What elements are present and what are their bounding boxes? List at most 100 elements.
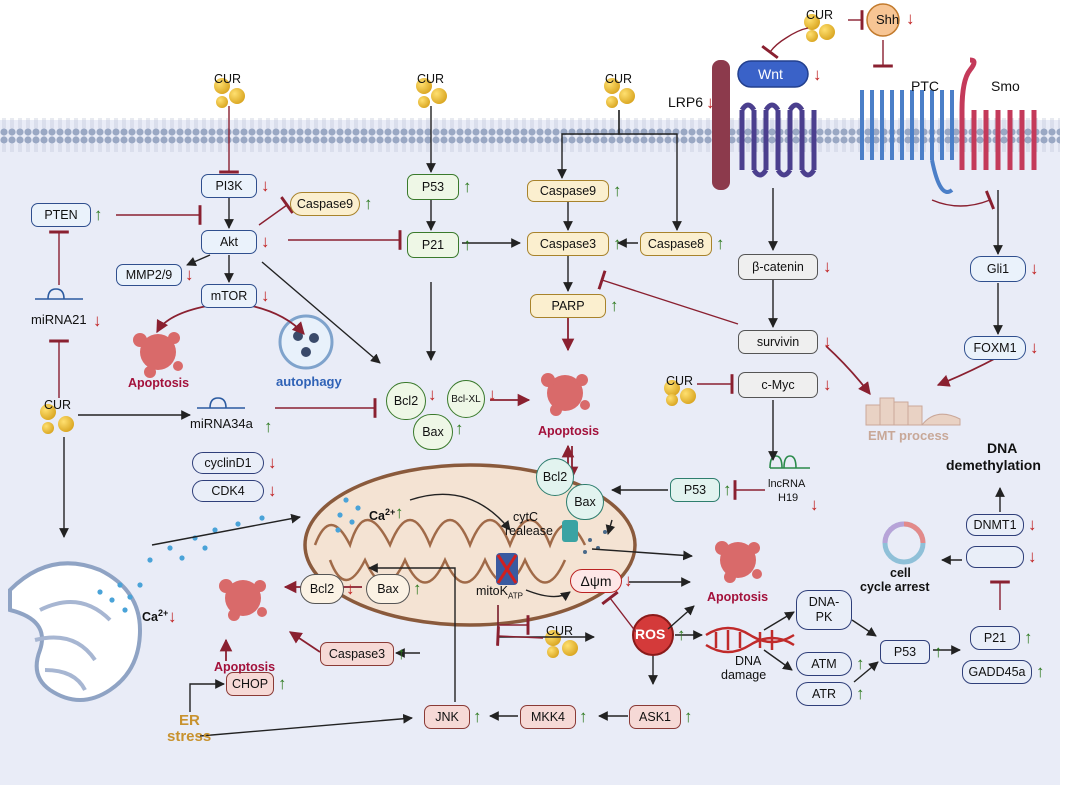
cur-label-7: CUR <box>546 624 574 638</box>
p53-mito-up-arrow: ↑ <box>723 480 732 499</box>
cytoplasm <box>0 120 1060 785</box>
p53-top-box: P53 <box>407 174 459 200</box>
pten-box: PTEN <box>31 203 91 227</box>
dnmt1-box: DNMT1 <box>966 514 1024 536</box>
er-calcium-dots <box>97 515 265 613</box>
bclxl-down-arrow: ↓ <box>488 385 497 404</box>
er-calcium-down-arrow: ↓ <box>168 607 177 626</box>
shh-ligand <box>866 3 900 37</box>
mirna-hairpin-icons <box>35 288 245 409</box>
bax-er-up-arrow: ↑ <box>413 579 422 598</box>
mirna34a-up-arrow: ↑ <box>264 417 273 436</box>
mirna34a-label: miRNA34a <box>190 416 253 431</box>
dna-damage-label-1: DNA <box>735 654 762 668</box>
mirna21-label: miRNA21 <box>31 312 87 327</box>
caspase3-er-up-arrow: ↑ <box>397 644 406 663</box>
atr-up-arrow: ↑ <box>856 684 865 703</box>
dna-demethylation-label-1: DNA <box>987 440 1018 456</box>
p21-top-box: P21 <box>407 232 459 258</box>
foxm1-box: FOXM1 <box>964 336 1026 360</box>
pi3k-box: PI3K <box>201 174 257 198</box>
gadd45a-up-arrow: ↑ <box>1036 662 1045 681</box>
lrp6-label: LRP6 <box>668 94 704 110</box>
caspase9-left-box: Caspase9 <box>290 192 360 216</box>
cmyc-box: c-Myc <box>738 372 818 398</box>
caspase3-er-box: Caspase3 <box>320 642 394 666</box>
gli1-down-arrow: ↓ <box>1030 259 1039 278</box>
lncrna-down-arrow: ↓ <box>810 495 819 514</box>
atm-up-arrow: ↑ <box>856 654 865 673</box>
cyclinE1-down-arrow: ↓ <box>1028 547 1037 566</box>
cell-cycle-arrest-label-1: cell <box>890 566 911 580</box>
bax-top-up-arrow: ↑ <box>455 419 464 438</box>
bcatenin-down-arrow: ↓ <box>823 257 832 276</box>
cell-cycle-icon <box>882 521 926 565</box>
er-calcium-label: Ca2+ <box>142 608 169 625</box>
cur-label-2: CUR <box>417 72 445 86</box>
mito-calcium-up-arrow: ↑ <box>395 503 404 522</box>
er-stress-label-2: stress <box>167 728 212 745</box>
cell-cycle-arrest-label-2: cycle arrest <box>860 580 930 594</box>
cytc-channel <box>562 520 578 542</box>
bax-top-node: Bax <box>413 414 453 450</box>
cur-label-4: CUR <box>806 8 834 22</box>
cycline1-box <box>966 546 1024 568</box>
p53-mito-box: P53 <box>670 478 720 502</box>
mkk4-up-arrow: ↑ <box>579 707 588 726</box>
lncrna-label: lncRNA <box>768 478 806 490</box>
survivin-down-arrow: ↓ <box>823 332 832 351</box>
dpsi-box: Δψm <box>570 569 622 593</box>
autophagy-label: autophagy <box>276 374 342 389</box>
h19-label: H19 <box>778 492 799 504</box>
caspase8-box: Caspase8 <box>640 232 712 256</box>
caspase3-up-arrow: ↑ <box>613 234 622 253</box>
ros-label: ROS <box>635 626 666 642</box>
lrp6-down-arrow: ↓ <box>706 93 715 112</box>
emt-label: EMT process <box>868 428 949 443</box>
bcl2-er-node: Bcl2 <box>300 574 344 604</box>
mitok-label: mitoKATP <box>476 584 523 601</box>
smo-label: Smo <box>991 78 1020 94</box>
cdk4-down-arrow: ↓ <box>268 481 277 500</box>
caspase9-left-up-arrow: ↑ <box>364 194 373 213</box>
akt-down-arrow: ↓ <box>261 232 270 251</box>
jnk-up-arrow: ↑ <box>473 707 482 726</box>
cur-label-3: CUR <box>605 72 633 86</box>
autophagosome-icon <box>278 314 334 370</box>
gli1-box: Gli1 <box>970 256 1026 282</box>
bax-er-node: Bax <box>366 574 410 604</box>
mito-calcium-label: Ca2+ <box>369 507 396 524</box>
bcatenin-box: β-catenin <box>738 254 818 280</box>
dnapk-box: DNA-PK <box>796 590 852 630</box>
dna-damage-label-2: damage <box>721 668 767 682</box>
apoptosis-label-1: Apoptosis <box>128 376 190 390</box>
p53-ros-box: P53 <box>880 640 930 664</box>
mirna21-down-arrow: ↓ <box>93 311 102 330</box>
dna-helix-icon <box>705 626 795 654</box>
parp-up-arrow: ↑ <box>610 296 619 315</box>
akt-box: Akt <box>201 230 257 254</box>
mtor-down-arrow: ↓ <box>261 286 270 305</box>
apoptosis-label-4: Apoptosis <box>214 660 276 674</box>
lrp6-receptor <box>712 60 730 190</box>
wnt-down-arrow: ↓ <box>813 65 822 84</box>
cytc-label-1: cytC <box>513 510 538 524</box>
ask1-up-arrow: ↑ <box>684 707 693 726</box>
endoplasmic-reticulum-icon <box>8 561 143 702</box>
ptc-label: PTC <box>911 78 939 94</box>
jnk-box: JNK <box>424 705 470 729</box>
p21-ros-up-arrow: ↑ <box>1024 628 1033 647</box>
cytc-label-2: realease <box>505 524 553 538</box>
cur-label-5: CUR <box>44 398 72 412</box>
dna-demethylation-label-2: demethylation <box>946 457 1041 473</box>
parp-box: PARP <box>530 294 606 318</box>
ask1-box: ASK1 <box>629 705 681 729</box>
curcumin-molecule-icon <box>40 14 835 658</box>
wnt-label: Wnt <box>758 66 783 82</box>
caspase9-up-arrow: ↑ <box>613 181 622 200</box>
atr-box: ATR <box>796 682 852 706</box>
cur-label-6: CUR <box>666 374 694 388</box>
p21-ros-box: P21 <box>970 626 1020 650</box>
dnmt1-down-arrow: ↓ <box>1028 515 1037 534</box>
